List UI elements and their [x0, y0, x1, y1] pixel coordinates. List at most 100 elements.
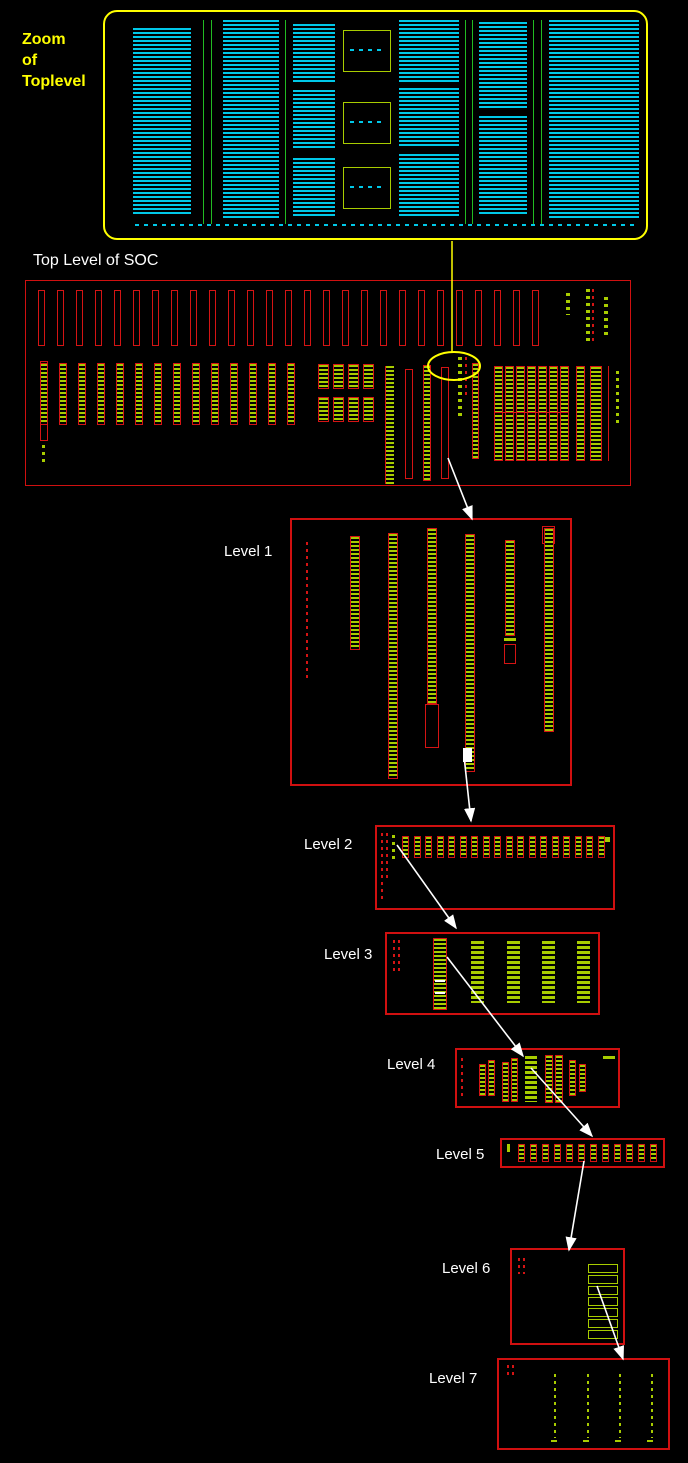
dash-r-graphic — [507, 1365, 509, 1377]
bar-s-graphic — [448, 836, 455, 858]
bar-s-graphic — [318, 397, 329, 422]
cyan-col-graphic — [223, 20, 279, 220]
bar-s-graphic — [268, 363, 276, 425]
hierarchy-arrow — [565, 1160, 585, 1252]
level-3-box — [385, 932, 600, 1015]
rline-graphic — [608, 366, 609, 461]
bar-s-graphic — [192, 363, 200, 425]
bar-s-graphic — [413, 836, 421, 858]
level-1-box — [290, 518, 572, 786]
bar-o-graphic — [342, 290, 349, 346]
bar-s-graphic — [230, 363, 238, 425]
level-4-label: Level 4 — [387, 1056, 436, 1073]
level-6-label: Level 6 — [442, 1260, 491, 1277]
bar-s-graphic — [545, 1055, 553, 1103]
bar-s-graphic — [551, 836, 559, 858]
toplevel-label: Top Level of SOC — [33, 252, 159, 269]
dash-g-graphic — [42, 445, 45, 463]
bar-o-graphic — [380, 290, 387, 346]
bar-s-graphic — [626, 1144, 633, 1162]
bar-s-graphic — [530, 1144, 537, 1162]
bar-s-graphic — [540, 836, 547, 858]
bar-s-graphic — [465, 534, 475, 772]
gline-graphic — [533, 20, 534, 224]
gtick-graphic — [507, 1144, 510, 1152]
wtick-graphic — [463, 748, 472, 762]
dash-g-graphic — [619, 1374, 621, 1438]
bar-s-graphic — [544, 528, 554, 732]
cyan-col-graphic — [133, 28, 191, 216]
bar-s-graphic — [516, 366, 525, 461]
bar-o-graphic — [456, 290, 463, 346]
bar-o-graphic — [399, 290, 406, 346]
dash-g-graphic — [392, 835, 395, 863]
gline-graphic — [285, 20, 286, 224]
bar-s-graphic — [333, 364, 344, 389]
bar-s-graphic — [542, 1144, 549, 1162]
bar-s-graphic — [388, 533, 398, 779]
bar-o-graphic — [247, 290, 254, 346]
bar-s-graphic — [576, 366, 585, 461]
dash-stack-graphic — [577, 941, 590, 1003]
level-2-box — [375, 825, 615, 910]
bar-s-graphic — [488, 1060, 495, 1096]
gtick-graphic — [583, 1440, 589, 1442]
level-5-label: Level 5 — [436, 1146, 485, 1163]
bar-s-graphic — [402, 836, 409, 858]
bar-s-graphic — [97, 363, 105, 425]
wtick-graphic — [435, 980, 445, 982]
cyan-col-graphic — [293, 158, 335, 216]
dash-g-graphic — [604, 297, 608, 337]
level-1-label: Level 1 — [224, 543, 273, 560]
bar-s-graphic — [590, 366, 602, 461]
level-7-label: Level 7 — [429, 1370, 478, 1387]
bar-s-graphic — [471, 836, 478, 858]
dash-g-graphic — [458, 357, 462, 419]
bar-o-graphic — [171, 290, 178, 346]
zoom-callout-label: Zoom of Toplevel — [22, 30, 86, 92]
zoom-callout-label-line: Toplevel — [22, 72, 86, 90]
bar-o-graphic — [532, 290, 539, 346]
gbox-graphic — [588, 1286, 618, 1295]
dash-g-graphic — [616, 371, 619, 426]
gtick-graphic — [603, 1056, 615, 1059]
dash-g-graphic — [651, 1374, 653, 1438]
gbox-graphic — [588, 1319, 618, 1328]
gbox-graphic — [588, 1275, 618, 1284]
bar-o-graphic — [475, 290, 482, 346]
dash-r-graphic — [512, 1365, 514, 1377]
bar-s-graphic — [597, 836, 605, 858]
bar-o-graphic — [266, 290, 273, 346]
bar-s-graphic — [494, 836, 501, 858]
gline-graphic — [541, 20, 542, 224]
dash-r-graphic — [592, 289, 594, 345]
cyan-hdash-graphic — [350, 121, 384, 123]
bar-o-graphic — [513, 290, 520, 346]
cyan-col-graphic — [293, 24, 335, 82]
bar-s-graphic — [574, 836, 582, 858]
bar-s-graphic — [427, 528, 437, 704]
bar-s-graphic — [40, 363, 48, 425]
bar-s-graphic — [511, 1058, 518, 1102]
dash-stack-graphic — [507, 941, 520, 1003]
bar-s-graphic — [423, 365, 431, 481]
dash-r-graphic — [465, 357, 467, 399]
dash-stack-graphic — [471, 941, 484, 1003]
dash-r-graphic — [461, 1058, 463, 1096]
bar-s-graphic — [482, 836, 490, 858]
cyan-col-graphic — [549, 20, 639, 218]
dash-stack-graphic — [542, 941, 555, 1003]
bar-s-graphic — [459, 836, 467, 858]
bar-o-graphic — [285, 290, 292, 346]
bar-s-graphic — [555, 1055, 563, 1103]
bar-s-graphic — [528, 836, 536, 858]
dash-g-graphic — [554, 1374, 556, 1438]
bar-s-graphic — [527, 366, 536, 461]
bar-s-graphic — [333, 397, 344, 422]
bar-g-graphic — [386, 366, 394, 484]
bar-s-graphic — [350, 536, 360, 650]
bar-s-graphic — [211, 363, 219, 425]
bar-o-graphic — [209, 290, 216, 346]
bar-s-graphic — [436, 836, 444, 858]
